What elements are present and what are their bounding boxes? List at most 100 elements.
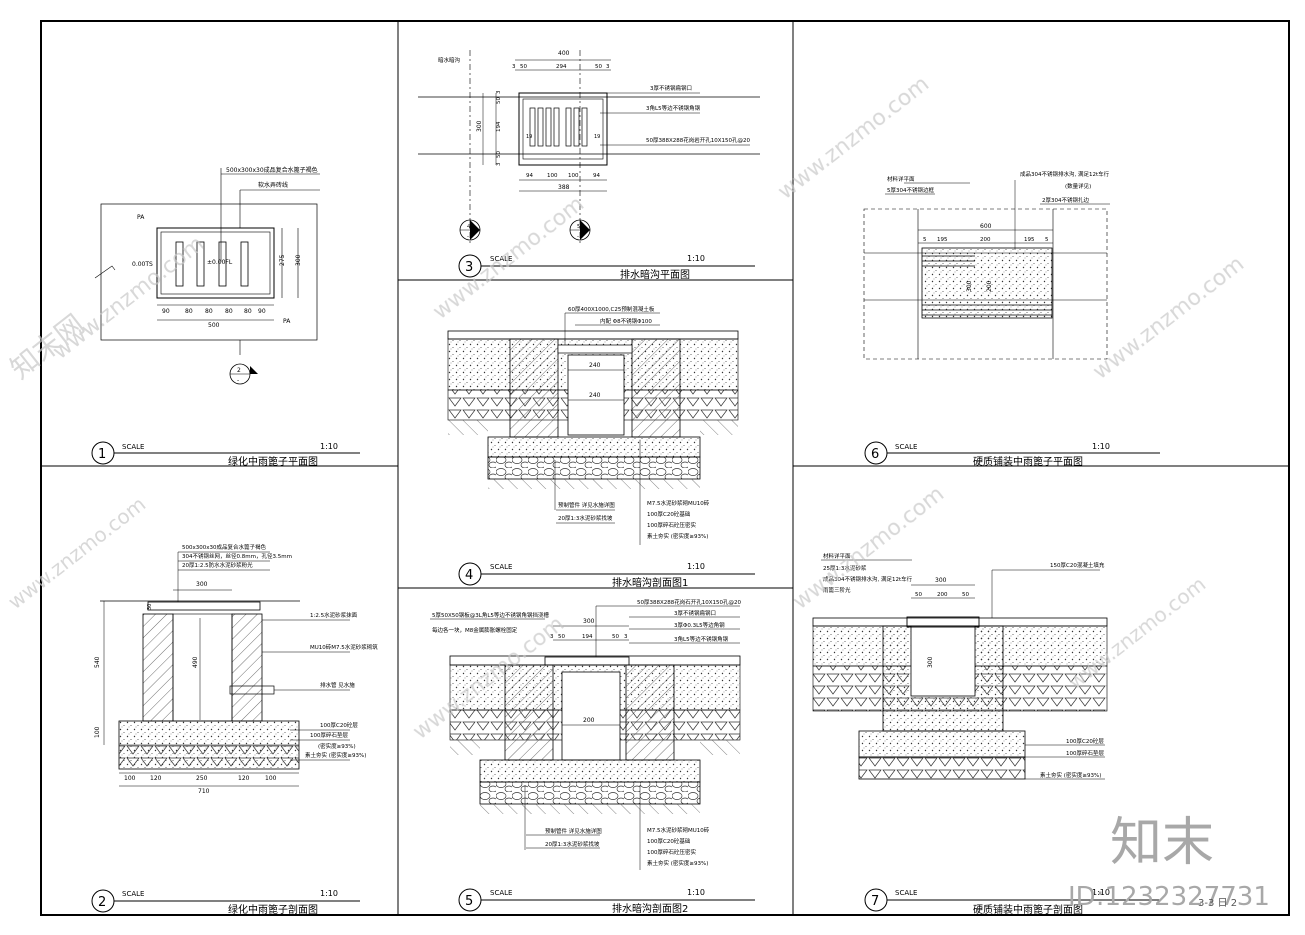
watermark-diag-3: www.znzmo.com [773,71,934,204]
p3-top-0: 3 [512,64,516,70]
p7-d300v: 300 [927,656,934,668]
p1-total: 500 [208,322,220,329]
p5-dims: 3 50 194 50 3 [550,634,628,640]
p1-bottom-dims: 90 80 80 80 80 90 [162,308,266,315]
p6-dim-1: 195 [937,237,948,243]
p7-note8: 素土夯实 (密实度≥93%) [1040,771,1101,779]
p3-note3: 50厚388X288花岗岩开孔10X150孔@20 [646,136,751,144]
title-3-num: 3 [465,260,473,275]
watermark-id: ID:1232327731 [1068,882,1270,912]
p3-slots [529,107,588,147]
p4-note8: 素土夯实 (密实度≥93%) [647,532,708,540]
p3-top-2: 294 [556,64,567,70]
p5-note12: 素土夯实 (密实度≥93%) [647,859,708,867]
p3-bot-3: 94 [593,173,600,179]
title-5-ratio: 1:10 [687,888,705,897]
p6-d600: 600 [980,223,992,230]
title-6-text: 硬质铺装中雨篦子平面图 [973,455,1083,468]
p3-left-0: 3 [496,90,502,94]
p2-dim-1: 120 [150,775,162,782]
p3-d400: 400 [558,50,570,57]
p6-dim-3: 195 [1024,237,1035,243]
p3-note2: 3角L5等边不锈钢角钢 [646,104,701,112]
title-4-text: 排水暗沟剖面图1 [612,576,688,589]
p3-bottom-dims: 94 100 100 94 [526,173,600,179]
p1-dim-0: 90 [162,308,170,315]
title-block-3: 3 SCALE 1:10 排水暗沟平面图 [458,254,755,281]
p5-note5: 3厚Φ0.3L5等边角钢 [674,621,725,629]
p3-top-dims: 3 50 294 50 3 [512,64,610,70]
p2-note1: 500x300x30成品复合水篦子褐色 [182,543,267,551]
title-7-scale: SCALE [895,889,917,897]
p7-note3: 成品304不锈钢排水沟, 满足12t车行 [823,575,913,583]
title-1-ratio: 1:10 [320,442,338,451]
p1-sec-num: 2 [237,367,241,374]
p2-dim-3: 120 [238,775,250,782]
p2-note7: 100厚C20砼层 [320,721,358,729]
p1-dim-5: 90 [258,308,266,315]
p2-d30: 30 [147,604,153,610]
p2-note6: 排水管 见水施 [320,681,355,689]
title-3-text: 排水暗沟平面图 [620,268,690,281]
p3-left-3: 50 [496,151,502,158]
p1-pa2: PA [283,318,291,325]
p7-note4: 雨篦三阶光 [823,586,851,594]
p5-note6: 3角L5等边不锈钢角钢 [674,635,729,643]
p5-dim-0: 3 [550,634,554,640]
p3-sec-b: 5 [577,224,581,230]
p5-note9: M7.5水泥砂浆砌MU10砖 [647,826,710,834]
sheet-number: 3-3 日 2 [1198,898,1237,909]
title-1-scale: SCALE [122,443,144,451]
p1-dim-4: 80 [244,308,252,315]
p2-bottom-dims: 100 120 250 120 100 [124,775,277,782]
title-4-num: 4 [465,568,473,583]
p1-dim-1: 80 [185,308,193,315]
watermark-diag-7: www.znzmo.com [788,481,949,614]
p7-note7: 100厚碎石垫层 [1066,749,1104,757]
p5-note10: 100厚C20砼基础 [647,837,691,845]
p3-sec-b-ref: - [577,234,579,240]
p5-note11: 100厚碎石砼压密实 [647,848,696,856]
panel-5-section: 300 3 50 194 50 3 200 5厚50X50钢板@3L角L5等边不… [430,598,742,870]
p1-levelfl: ±0.00FL [207,259,233,266]
p5-note7: 预制管件 详见水施详图 [545,827,602,835]
p6-note5: 2厚304不锈钢扎边 [1042,196,1089,204]
p7-dims: 50 200 50 [915,592,969,598]
p2-note2: 304不锈钢丝网，丝径0.8mm，孔径3.5mm [182,552,292,560]
p6-note3: 成品304不锈钢排水沟, 满足12t车行 [1020,170,1110,178]
watermark-logo: 知末 [1110,813,1214,873]
p3-left-1: 50 [496,97,502,104]
p1-d300: 300 [295,254,302,266]
title-7-text: 硬质铺装中雨篦子剖面图 [973,903,1083,916]
p7-dim-1: 200 [937,592,948,598]
p2-note9: (密实度≥93%) [318,742,356,750]
title-2-text: 绿化中雨篦子剖面图 [228,903,318,916]
p5-d200: 200 [583,717,595,724]
watermark-diag-5: www.znzmo.com [3,492,150,614]
p5-d300: 300 [583,618,595,625]
p7-note2: 25厚1:3水泥砂浆 [823,564,867,572]
p3-top-1: 50 [520,64,527,70]
title-block-4: 4 SCALE 1:10 排水暗沟剖面图1 [458,562,755,589]
p3-d388: 388 [558,184,570,191]
p2-total: 710 [198,788,210,795]
title-1-num: 1 [98,447,106,462]
p1-note1: 500x300x30成品复合水篦子褐色 [226,166,318,174]
p1-note2: 软水弄砖线 [258,181,288,189]
title-3-scale: SCALE [490,255,512,263]
p1-level0: 0.00TS [132,261,153,268]
p3-d19b: 19 [594,134,600,140]
p5-dim-3: 50 [612,634,619,640]
p3-sec-a: 4 [467,224,471,230]
p4-note2: 内配 Φ8不锈钢Φ100 [600,317,652,325]
title-1-text: 绿化中雨篦子平面图 [228,455,318,468]
p2-note10: 素土夯实 (密实度≥93%) [305,751,366,759]
p3-bot-0: 94 [526,173,533,179]
panel-6-plan: 600 5 195 200 195 5 300 200 材料详平面 5厚304不… [863,170,1110,360]
p6-note2: 5厚304不锈钢边框 [887,186,934,194]
title-6-num: 6 [871,447,879,462]
p4-note6: 100厚C20砼基础 [647,510,691,518]
p6-note1: 材料详平面 [887,175,915,183]
p5-note2: 每边各一块，M8金属膨胀螺栓固定 [432,626,518,634]
p6-dim-2: 200 [980,237,991,243]
